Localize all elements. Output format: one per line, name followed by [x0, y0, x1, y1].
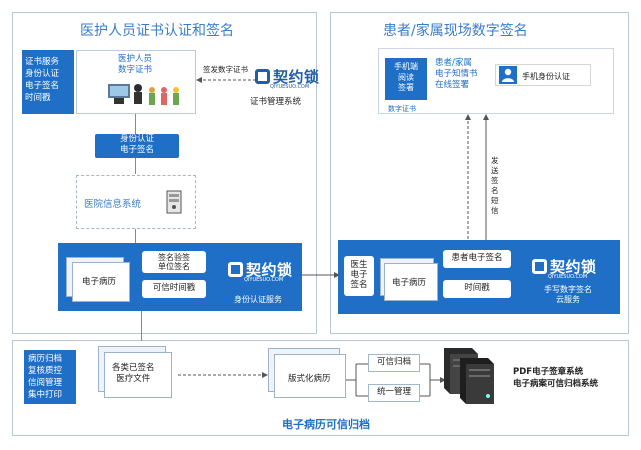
qiyuesuo-logo-top: 契约锁 — [255, 66, 320, 87]
issue-cert-arrow — [196, 77, 256, 83]
doctor-sign-box: 医生 电子 签名 — [344, 256, 374, 296]
left-panel-title: 医护人员证书认证和签名 — [80, 23, 234, 39]
docs-to-layout-arrow — [178, 372, 268, 378]
digital-cert-label: 数字证书 — [388, 105, 416, 113]
right-panel-title: 患者/家属现场数字签名 — [383, 23, 528, 39]
archive-list-box: 病历归档 复核质控 信阅管理 集中打印 — [24, 350, 76, 404]
left-to-right-arrow — [302, 272, 340, 278]
emr-doc-stack-4 — [384, 263, 438, 301]
qiyuesuo-logo-left: 契约锁 — [228, 259, 293, 280]
hospital-system-label: 医院信息系统 — [84, 199, 142, 210]
archive-to-server-arrow — [420, 363, 446, 397]
layout-emr-stack-2 — [274, 354, 346, 398]
mobile-id-label: 手机身份认证 — [522, 72, 570, 81]
medstaff-illustration — [108, 84, 179, 105]
send-sig-arrows — [465, 114, 489, 244]
connector-line — [135, 229, 136, 243]
footer-title: 电子病历可信归档 — [282, 418, 370, 431]
connector-line — [141, 311, 142, 341]
qiyuesuo-logo-icon — [532, 259, 547, 274]
patient-sign-area — [378, 48, 614, 114]
qiyuesuo-logo-icon — [228, 262, 243, 277]
cert-services-box: 证书服务 身份认证 电子签名 时间戳 — [22, 50, 74, 114]
patient-esign-box: 患者电子签名 — [443, 250, 511, 268]
connector-line — [135, 114, 136, 134]
connector-line — [135, 158, 136, 174]
sig-verify-box: 签名验签 单位签名 — [142, 251, 206, 273]
issue-cert-label: 签发数字证书 — [203, 65, 248, 74]
logo-sub-right: QIYUESUO.COM — [548, 274, 588, 280]
qiyuesuo-logo-right: 契约锁 — [532, 256, 597, 277]
person-icon — [499, 66, 517, 84]
medstaff-cert-label: 医护人员 数字证书 — [118, 54, 153, 75]
id-auth-service-label: 身份认证服务 — [234, 295, 282, 304]
mobile-id-box — [495, 64, 591, 86]
emr-doc-stack-2 — [72, 262, 130, 302]
send-sig-label: 发 送 签 名 短 信 — [491, 156, 499, 215]
logo-sub-left: QIYUESUO.COM — [244, 277, 284, 283]
trusted-ts-box: 可信时间戳 — [142, 280, 206, 298]
server-icon — [166, 190, 182, 214]
layout-branch-lines — [346, 363, 368, 397]
emr-label-right: 电子病历 — [392, 278, 427, 288]
patient-sign-online-label: 患者/家属 电子知情书 在线签署 — [435, 58, 478, 90]
trusted-archive-box: 可信归档 — [368, 354, 420, 372]
emr-label-left: 电子病历 — [82, 277, 117, 287]
qiyuesuo-logo-icon — [255, 69, 270, 84]
handwrite-service-label: 手写数字签名 云服务 — [544, 285, 592, 304]
cert-mgmt-label: 证书管理系统 — [250, 97, 302, 107]
pdf-system-label: PDF电子签章系统 电子病案可信归档系统 — [513, 367, 599, 389]
unified-mgmt-box: 统一管理 — [368, 384, 420, 402]
layout-emr-label: 版式化病历 — [288, 374, 331, 384]
logo-sub-top: QIYUESUO.COM — [270, 84, 310, 90]
signed-docs-stack-2 — [104, 352, 172, 398]
server-rack-icon — [444, 348, 494, 404]
id-sign-box: 身份认证 电子签名 — [95, 134, 179, 158]
signed-docs-label: 各类已签名 医疗文件 — [112, 363, 155, 384]
timestamp-box: 时间戳 — [443, 280, 511, 298]
mobile-read-sign-box: 手机端 阅读 签署 — [385, 58, 427, 100]
